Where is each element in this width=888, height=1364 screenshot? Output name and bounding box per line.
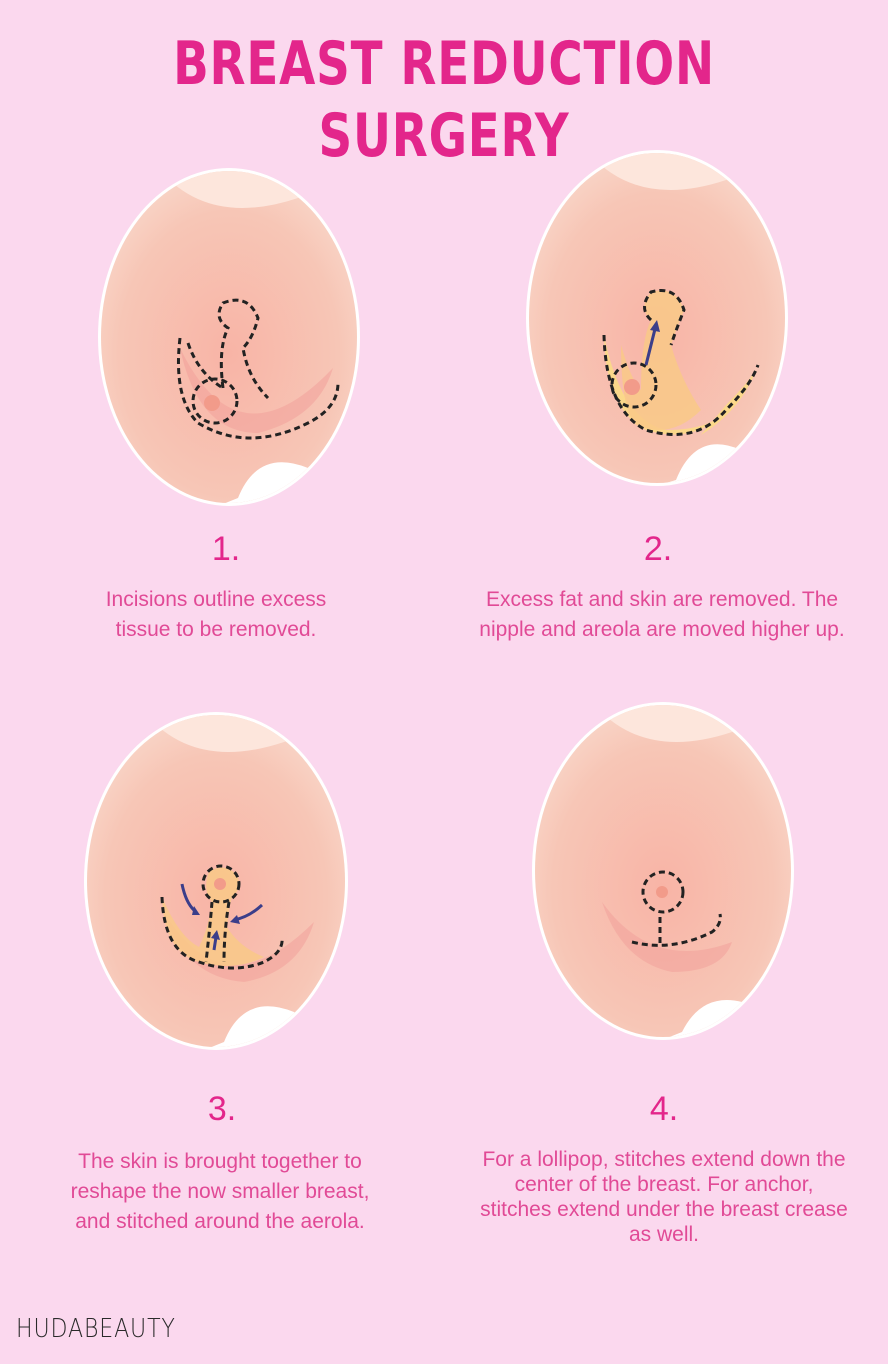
step-2-text: Excess fat and skin are removed. The nip…: [479, 588, 845, 641]
step-1-text: Incisions outline excess tissue to be re…: [105, 588, 327, 641]
step-4-text: For a lollipop, stitches extend down the…: [480, 1148, 848, 1246]
step-3-number: 3.: [207, 1090, 237, 1128]
step-1-number: 1.: [211, 530, 241, 568]
brand-logo: HUDABEAUTY: [16, 1314, 176, 1344]
step-3-illustration: [84, 712, 348, 1050]
step-2-number: 2.: [643, 530, 673, 568]
step-4-illustration: [532, 702, 794, 1040]
page-title: BREAST REDUCTION SURGERY: [173, 29, 715, 171]
step-2-illustration: [526, 150, 788, 486]
step-4-number: 4.: [649, 1090, 679, 1128]
step-3-text: The skin is brought together to reshape …: [70, 1150, 370, 1233]
step-1-illustration: [98, 168, 360, 506]
